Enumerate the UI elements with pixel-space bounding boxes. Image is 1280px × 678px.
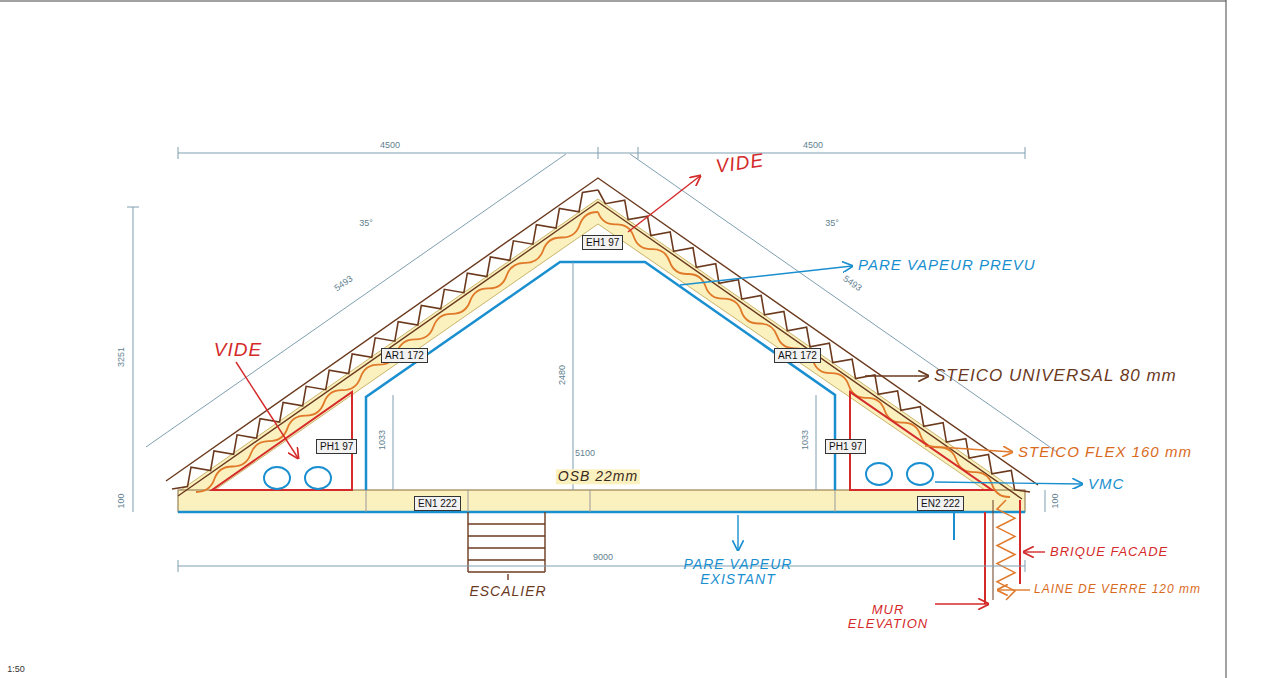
member-code: AR1 172 [385, 350, 424, 361]
annotation: PARE VAPEUR PREVU [858, 257, 1036, 274]
dimension: 3251 [117, 346, 127, 368]
dimension: 5493 [332, 274, 356, 295]
member-code: PH1 97 [829, 441, 862, 452]
dimension: 5493 [840, 274, 864, 295]
dimension: 35° [358, 219, 374, 229]
member-tag: AR1 172 [774, 348, 821, 363]
member-code: EN2 222 [921, 498, 960, 509]
dimension: 100 [117, 492, 127, 509]
member-tag: AR1 172 [381, 348, 428, 363]
dimension: 100 [1051, 492, 1061, 509]
annotation: VIDE [715, 150, 766, 177]
member-code: PH1 97 [320, 441, 353, 452]
dimension: 2480 [558, 364, 568, 386]
dimension: 35° [824, 219, 840, 229]
member-code: EH1 97 [586, 237, 619, 248]
annotation: MUR ELEVATION [838, 603, 938, 632]
annotation: PARE VAPEUR EXISTANT [678, 557, 798, 588]
annotation: VMC [1088, 476, 1124, 493]
member-code: EN1 222 [418, 498, 457, 509]
member-tag: EN2 222 [917, 496, 964, 511]
annotation: VIDE [214, 340, 262, 361]
member-tag: PH1 97 [825, 439, 866, 454]
annotation: LAINE DE VERRE 120 mm [1034, 583, 1201, 596]
annotation: BRIQUE FACADE [1050, 545, 1168, 559]
annotation: ESCALIER [469, 584, 546, 599]
dimension: 5100 [574, 449, 596, 459]
member-tag: PH1 97 [316, 439, 357, 454]
member-tag: EH1 97 [582, 235, 623, 250]
dimension: 1033 [801, 429, 811, 451]
member-code: AR1 172 [778, 350, 817, 361]
member-tag: EN1 222 [414, 496, 461, 511]
annotation: 1:50 [7, 665, 25, 675]
annotation: OSB 22mm [556, 469, 640, 484]
annotation: STEICO FLEX 160 mm [1018, 444, 1192, 461]
dimension: 4500 [379, 141, 401, 151]
annotation: STEICO UNIVERSAL 80 mm [934, 367, 1177, 386]
dimension: 9000 [592, 553, 614, 563]
dimension: 1033 [378, 429, 388, 451]
dimension: 4500 [802, 141, 824, 151]
